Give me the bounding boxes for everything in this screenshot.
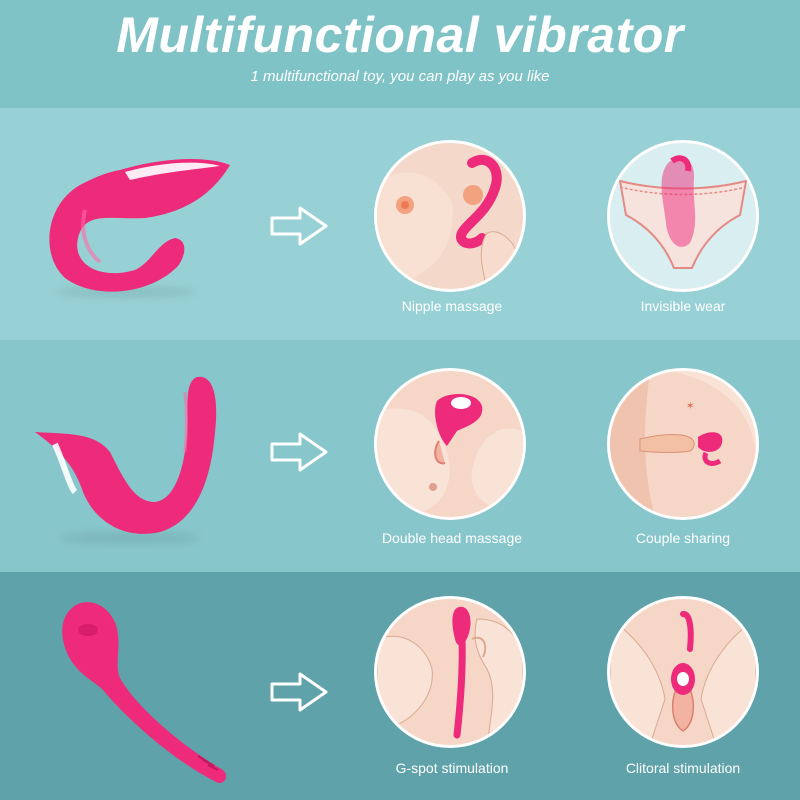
product-shadow [60,532,200,544]
header: Multifunctional vibrator 1 multifunction… [0,0,800,108]
svg-text:✶: ✶ [686,401,694,412]
usage-row-1: Nipple massage Invisible wear [0,108,800,340]
egg-vibrator-icon [62,602,227,783]
caption-clitoral-stimulation: Clitoral stimulation [625,760,741,776]
couple-sharing-illustration: ✶ [607,368,759,520]
arrow-right-icon [270,206,328,246]
usage-row-2: Double head massage ✶ Couple sharing [0,340,800,572]
invisible-wear-illustration [607,140,759,292]
caption-nipple-massage: Nipple massage [401,298,503,314]
caption-double-head-massage: Double head massage [381,530,523,546]
arrow-right-icon [270,672,328,712]
u-shaped-vibrator-icon [35,376,217,534]
usage-row-3: G-spot stimulation Clitoral stimulation [0,572,800,800]
arrow-right-icon [270,432,328,472]
clitoral-stimulation-illustration [607,596,759,748]
double-head-massage-illustration [374,368,526,520]
c-shaped-vibrator-icon [49,158,230,292]
page-subtitle: 1 multifunctional toy, you can play as y… [250,68,550,85]
page-title: Multifunctional vibrator [116,7,684,63]
caption-g-spot-stimulation: G-spot stimulation [395,760,509,776]
caption-couple-sharing: Couple sharing [635,530,731,546]
caption-invisible-wear: Invisible wear [640,298,726,314]
g-spot-stimulation-illustration [374,596,526,748]
nipple-massage-illustration [374,140,526,292]
